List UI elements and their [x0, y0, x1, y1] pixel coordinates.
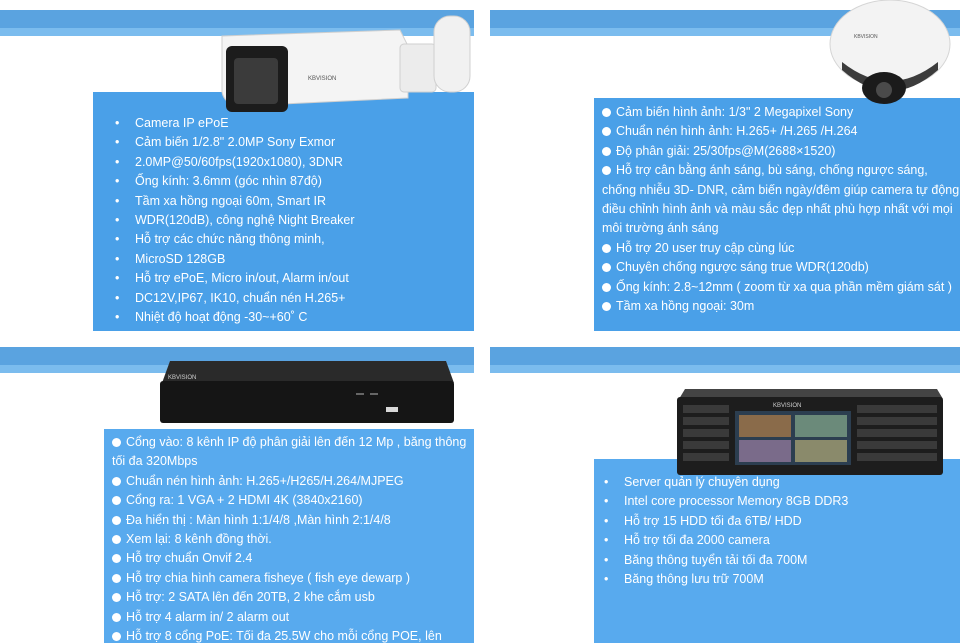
spec-item: •Intel core processor Memory 8GB DDR3 — [604, 492, 848, 511]
bullet-icon: • — [115, 271, 120, 286]
bullet-icon — [112, 438, 121, 447]
bullet-icon — [112, 593, 121, 603]
server-device-image: KBVISION — [677, 389, 943, 475]
spec-item: •Băng thông lưu trữ 700M — [604, 570, 848, 589]
bullet-icon — [602, 146, 611, 156]
spec-item: •Tầm xa hồng ngoại 60m, Smart IR — [115, 192, 355, 211]
bullet-icon — [112, 554, 121, 564]
spec-item: Hỗ trợ 20 user truy cập cùng lúc — [602, 239, 960, 258]
spec-item: Hỗ trợ cân bằng ánh sáng, bù sáng, chống… — [602, 163, 960, 236]
bullet-icon — [602, 108, 611, 117]
bullet-icon: • — [115, 310, 120, 325]
bullet-icon — [112, 573, 121, 583]
spec-background — [594, 459, 960, 643]
bullet-icon — [602, 302, 611, 312]
spec-item: Ống kính: 2.8~12mm ( zoom từ xa qua phần… — [602, 278, 960, 297]
server-spec-list: •Server quản lý chuyên dụng •Intel core … — [604, 473, 848, 589]
spec-item: •Nhiệt độ hoạt động -30~+60˚ C — [115, 308, 355, 327]
spec-item: •Hỗ trợ các chức năng thông minh, — [115, 230, 355, 249]
spec-item: •WDR(120dB), công nghệ Night Breaker — [115, 211, 355, 230]
bullet-icon — [112, 515, 121, 525]
bullet-icon: • — [115, 193, 120, 208]
top-stripe — [0, 10, 474, 36]
bullet-icon — [602, 166, 611, 176]
bullet-icon — [602, 127, 611, 137]
bullet-icon: • — [115, 154, 120, 169]
spec-item: Chuyên chống ngược sáng true WDR(120db) — [602, 258, 960, 277]
spec-item: Cổng vào: 8 kênh IP độ phân giải lên đến… — [112, 435, 467, 469]
bullet-icon: • — [115, 116, 120, 130]
bullet-icon: • — [115, 232, 120, 247]
spec-item: Độ phân giải: 25/30fps@M(2688×1520) — [602, 142, 960, 161]
spec-item: •Ống kính: 3.6mm (góc nhìn 87độ) — [115, 172, 355, 191]
bullet-icon: • — [604, 572, 609, 587]
bullet-icon: • — [604, 513, 609, 528]
spec-item: Cảm biến hình ảnh: 1/3" 2 Megapixel Sony — [602, 103, 960, 122]
spec-background — [594, 98, 960, 331]
bullet-icon: • — [115, 213, 120, 228]
bullet-icon: • — [604, 533, 609, 548]
bullet-icon: • — [115, 251, 120, 266]
bullet-icon — [112, 632, 121, 642]
nvr-spec-list: Cổng vào: 8 kênh IP độ phân giải lên đến… — [112, 433, 468, 643]
spec-background — [104, 429, 474, 643]
spec-item: •Cảm biến 1/2.8" 2.0MP Sony Exmor — [115, 133, 355, 152]
spec-item: Hỗ trợ chuẩn Onvif 2.4 — [112, 549, 468, 568]
bullet-icon: • — [115, 290, 120, 305]
spec-item: Đa hiển thị : Màn hình 1:1/4/8 ,Màn hình… — [112, 511, 468, 530]
bullet-icon: • — [115, 135, 120, 150]
dome-camera-image: KBVISION — [829, 0, 951, 104]
bullet-icon: • — [604, 552, 609, 567]
bullet-camera-panel: KBVISION •Camera IP ePoE •Cảm biến 1/2.8… — [0, 0, 474, 331]
spec-item: •Băng thông tuyển tải tối đa 700M — [604, 551, 848, 570]
spec-item: •Server quản lý chuyên dụng — [604, 473, 848, 492]
spec-item: Hỗ trợ 4 alarm in/ 2 alarm out — [112, 608, 468, 627]
brand-mark: KBVISION — [308, 76, 336, 82]
brand-mark: KBVISION — [168, 375, 196, 381]
spec-item: Cổng ra: 1 VGA + 2 HDMI 4K (3840x2160) — [112, 491, 468, 510]
bullet-icon — [602, 243, 611, 253]
spec-item: •DC12V,IP67, IK10, chuẩn nén H.265+ — [115, 289, 355, 308]
spec-item: Tầm xa hồng ngoại: 30m — [602, 297, 960, 316]
spec-item: Chuẩn nén hình ảnh: H.265+ /H.265 /H.264 — [602, 122, 960, 141]
bullet-icon: • — [604, 475, 609, 489]
bullet-camera-spec-list: •Camera IP ePoE •Cảm biến 1/2.8" 2.0MP S… — [115, 114, 355, 327]
spec-item: Xem lại: 8 kênh đồng thời. — [112, 530, 468, 549]
spec-item: •Camera IP ePoE — [115, 114, 355, 133]
spec-item: •2.0MP@50/60fps(1920x1080), 3DNR — [115, 153, 355, 172]
spec-background — [93, 92, 474, 331]
brand-mark: KBVISION — [773, 403, 801, 409]
bullet-icon — [112, 476, 121, 486]
spec-item: Hỗ trợ: 2 SATA lên đến 20TB, 2 khe cắm u… — [112, 588, 468, 607]
nvr-panel: KBVISION Cổng vào: 8 kênh IP độ phân giả… — [0, 341, 474, 643]
spec-item: •Hỗ trợ 15 HDD tối đa 6TB/ HDD — [604, 512, 848, 531]
spec-item: •Hỗ trợ ePoE, Micro in/out, Alarm in/out — [115, 269, 355, 288]
spec-item: Hỗ trợ 8 cổng PoE: Tối đa 25.5W cho mỗi … — [112, 627, 468, 643]
dome-camera-panel: KBVISION Cảm biến hình ảnh: 1/3" 2 Megap… — [490, 0, 960, 331]
spec-item: •Hỗ trợ tối đa 2000 camera — [604, 531, 848, 550]
bullet-camera-image: KBVISION — [221, 15, 471, 112]
bullet-icon: • — [604, 494, 609, 509]
spec-item: •MicroSD 128GB — [115, 250, 355, 269]
top-stripe — [490, 347, 960, 373]
bullet-icon — [112, 496, 121, 506]
bullet-icon — [112, 612, 121, 622]
bullet-icon — [602, 282, 611, 292]
spec-item: Chuẩn nén hình ảnh: H.265+/H265/H.264/MJ… — [112, 472, 468, 491]
brand-mark: KBVISION — [854, 34, 878, 40]
spec-item: Hỗ trợ chia hình camera fisheye ( fish e… — [112, 569, 468, 588]
bullet-icon — [112, 535, 121, 545]
server-panel: KBVISION •Server quản lý chuyên dụng •In… — [490, 341, 960, 643]
bullet-icon: • — [115, 174, 120, 189]
dome-camera-spec-list: Cảm biến hình ảnh: 1/3" 2 Megapixel Sony… — [602, 103, 960, 316]
nvr-device-image: KBVISION — [160, 361, 454, 423]
bullet-icon — [602, 263, 611, 273]
